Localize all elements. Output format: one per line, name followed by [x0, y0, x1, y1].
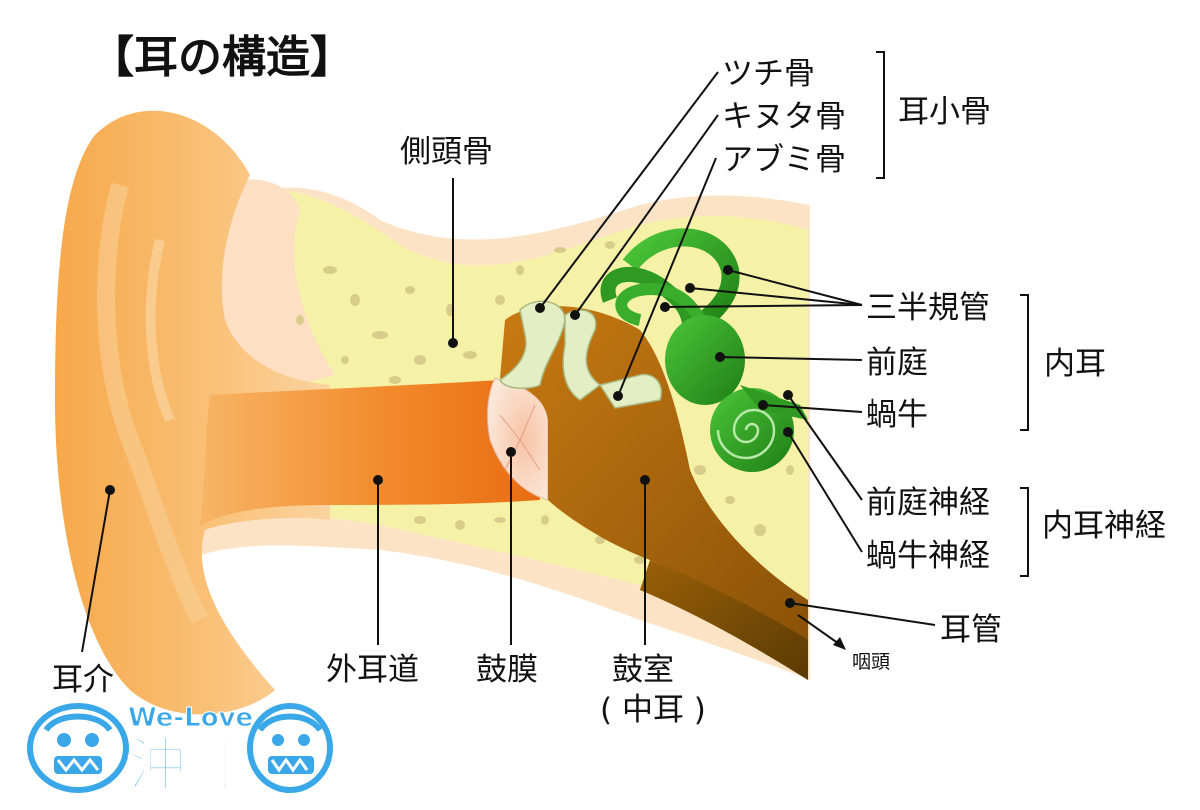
- label-tympanic-cavity: 鼓室: [612, 652, 674, 688]
- label-cochlear-nerve: 蝸牛神経: [866, 538, 990, 574]
- label-cochlea: 蝸牛: [866, 397, 928, 433]
- label-auricle: 耳介: [52, 662, 114, 698]
- group-brackets: [876, 51, 1029, 577]
- label-vestibular-nerve: 前庭神経: [866, 485, 990, 521]
- malleus: [499, 300, 566, 390]
- skin-wedge: [210, 179, 335, 400]
- label-vestibule: 前庭: [866, 345, 928, 381]
- semicircular-canal-3: [615, 283, 706, 326]
- logo-main-text: 沖縄: [128, 731, 244, 799]
- external-canal: [200, 380, 540, 525]
- label-external-canal: 外耳道: [326, 652, 419, 688]
- eustachian-tube: [640, 560, 808, 680]
- tympanic-membrane: [487, 377, 549, 501]
- label-ossicles: 耳小骨: [898, 94, 991, 130]
- vestibule: [665, 315, 745, 405]
- shisa-right-icon: [247, 703, 333, 793]
- auricle-fold-2: [145, 238, 175, 423]
- label-incus: キヌタ骨: [722, 99, 846, 135]
- label-eustachian-tube: 耳管: [940, 612, 1002, 648]
- logo-top-text: We-Love: [128, 703, 253, 733]
- diagram-title: 【耳の構造】: [90, 32, 354, 83]
- label-temporal-bone: 側頭骨: [400, 134, 493, 170]
- we-love-okinawa-logo: We-Love 沖縄: [27, 703, 333, 800]
- label-malleus: ツチ骨: [722, 56, 815, 92]
- auricle-fold: [97, 182, 209, 625]
- label-pharynx: 咽頭: [852, 651, 890, 673]
- label-semicircular-canals: 三半規管: [866, 290, 990, 326]
- label-stapes: アブミ骨: [722, 142, 846, 178]
- vestibulocochlear-nerve: [740, 385, 808, 420]
- label-lines: [81, 71, 936, 653]
- incus: [562, 309, 602, 401]
- label-inner-ear: 内耳: [1044, 346, 1106, 382]
- label-vestibulocochlear-nerve: 内耳神経: [1042, 508, 1166, 544]
- label-middle-ear: ( 中耳 ): [600, 692, 706, 728]
- ossicles: [499, 300, 662, 409]
- label-tympanic-membrane: 鼓膜: [476, 652, 538, 688]
- shisa-left-icon: [27, 703, 129, 793]
- auricle: [55, 110, 330, 715]
- cochlea-spiral: [716, 408, 776, 460]
